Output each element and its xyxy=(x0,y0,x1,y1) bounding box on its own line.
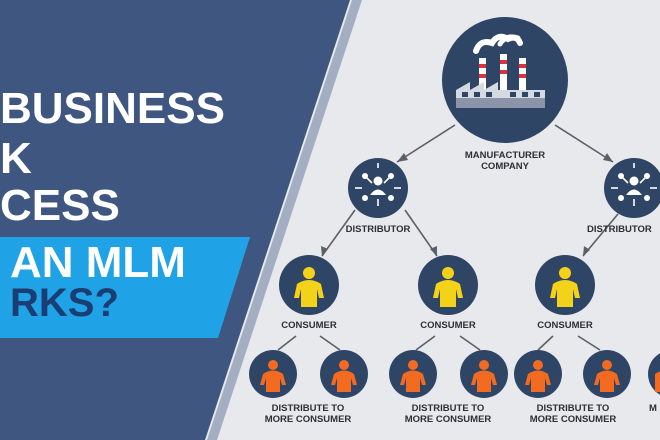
consumer-label-2: CONSUMER xyxy=(420,320,476,331)
headline-line-2: K xyxy=(0,134,32,183)
network-people-icon xyxy=(611,163,657,206)
person-icon xyxy=(331,360,357,392)
person-icon xyxy=(400,360,426,392)
consumer-node-2 xyxy=(418,255,478,315)
distributor-node-left xyxy=(348,158,408,218)
person-icon xyxy=(655,371,660,392)
distributor-left-label: DISTRIBUTOR xyxy=(345,224,411,235)
factory-icon xyxy=(456,33,545,108)
consumer-label-1: CONSUMER xyxy=(281,320,337,331)
banner-line-1: AN MLM xyxy=(10,238,186,287)
person-icon xyxy=(594,360,620,392)
manufacturer-label: MANUFACTURER COMPANY xyxy=(464,150,546,172)
arrowheads xyxy=(321,153,613,256)
leaf-node-1b xyxy=(320,350,368,398)
leaf-node-1a xyxy=(249,350,297,398)
leaf-node-3b xyxy=(583,350,631,398)
leaf-node-2a xyxy=(389,350,437,398)
person-icon xyxy=(294,267,324,307)
banner-line-2: RKS? xyxy=(10,281,119,325)
headline-line-1: BUSINESS xyxy=(0,84,225,133)
person-icon xyxy=(260,360,286,392)
leaf-label-1: DISTRIBUTE TO MORE CONSUMER xyxy=(264,403,352,425)
leaf-label-4-partial: M xyxy=(649,403,657,414)
consumer-node-1 xyxy=(279,255,339,315)
network-people-icon xyxy=(355,163,401,206)
panel-edge-stripe xyxy=(207,0,362,440)
leaf-node-4a-partial xyxy=(648,353,660,395)
consumer-node-3 xyxy=(535,255,595,315)
distributor-right-label: DISTRIBUTOR xyxy=(587,224,652,235)
leaf-node-3a xyxy=(514,350,562,398)
manufacturer-node xyxy=(442,17,568,143)
person-icon xyxy=(550,267,580,307)
leaf-label-2: DISTRIBUTE TO MORE CONSUMER xyxy=(404,403,492,425)
connector-lines xyxy=(277,124,619,351)
consumer-label-3: CONSUMER xyxy=(537,320,593,331)
distributor-node-right xyxy=(604,158,660,218)
leaf-label-3: DISTRIBUTE TO MORE CONSUMER xyxy=(529,403,617,425)
banner-highlight xyxy=(0,237,250,338)
person-icon xyxy=(471,360,497,392)
leaf-node-2b xyxy=(460,350,508,398)
person-icon xyxy=(525,360,551,392)
headline-line-3: CESS xyxy=(0,181,120,230)
person-icon xyxy=(433,267,463,307)
